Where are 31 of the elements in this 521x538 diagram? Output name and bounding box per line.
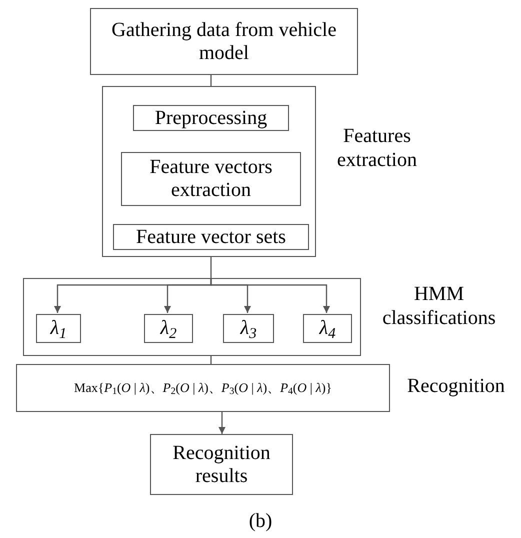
- box-label: λ$_{2}$: [159, 317, 178, 340]
- group-box: [23, 278, 361, 356]
- box-label: λ$_{4}$: [318, 317, 337, 340]
- process-box: [36, 314, 81, 343]
- process-box: [113, 224, 309, 250]
- connector-line: [210, 257, 212, 278]
- stage-label: Recognition: [406, 374, 506, 398]
- box-label: Recognition results: [172, 442, 272, 488]
- box-label: Preprocessing: [154, 106, 268, 130]
- stage-label: HMM classifications: [381, 282, 497, 330]
- box-label: Gathering data from vehicle model: [110, 18, 338, 64]
- group-box: [102, 86, 316, 257]
- connector-line: [210, 75, 212, 86]
- connector-line: [210, 356, 212, 364]
- process-box: [303, 314, 352, 343]
- process-box: [90, 8, 358, 75]
- process-box: [150, 434, 293, 495]
- box-label: λ$_{1}$: [49, 317, 68, 340]
- process-box: [133, 105, 289, 131]
- box-label: Max{P$_{1}$(O | λ)、P$_{2}$(O | λ)、P$_{3}$(O | λ)、P$_{4}$(O | λ)}: [73, 380, 333, 396]
- process-box: [16, 364, 390, 412]
- stage-label: Features extraction: [336, 124, 418, 172]
- box-label: λ$_{3}$: [239, 317, 258, 340]
- process-box: [144, 314, 193, 343]
- process-box: [121, 152, 301, 206]
- arrow: [218, 412, 226, 434]
- box-label: Feature vector sets: [135, 226, 287, 248]
- caption: (b): [248, 509, 274, 534]
- box-label: Feature vectors extraction: [148, 156, 274, 202]
- arrow: [210, 278, 330, 313]
- process-box: [223, 314, 274, 343]
